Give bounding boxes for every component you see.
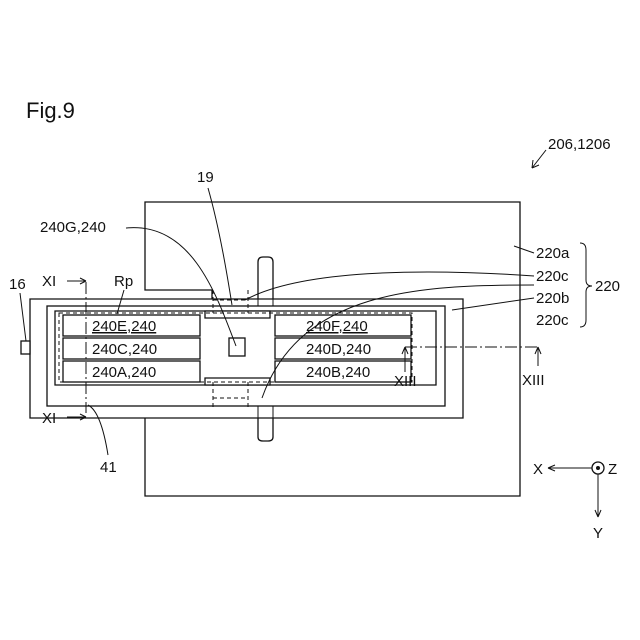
- xiii-right-label: XIII: [522, 372, 545, 389]
- label-220a: 220a: [536, 245, 570, 262]
- label-41: 41: [100, 459, 117, 476]
- center-notch-top: [205, 311, 270, 318]
- axis-y-label: Y: [593, 525, 603, 542]
- figure-title: Fig.9: [26, 98, 75, 123]
- axis-x-label: X: [533, 461, 543, 478]
- xi-top-label: XI: [42, 273, 56, 290]
- leader-16: [20, 293, 26, 341]
- cell-240A-label: 240A,240: [92, 364, 156, 381]
- cell-240C: 240C,240: [63, 338, 200, 359]
- xiii-right-arrow: [535, 347, 541, 366]
- label-220c-bot: 220c: [536, 312, 569, 329]
- label-19: 19: [197, 169, 214, 186]
- cell-240E-label: 240E,240: [92, 318, 156, 335]
- element-240G: [229, 338, 245, 356]
- label-rp: Rp: [114, 273, 133, 290]
- label-220: 220: [595, 278, 620, 295]
- cell-240D-label: 240D,240: [306, 341, 371, 358]
- cell-240C-label: 240C,240: [92, 341, 157, 358]
- label-240G: 240G,240: [40, 219, 106, 236]
- axis-indicator: [548, 462, 604, 517]
- label-16: 16: [9, 276, 26, 293]
- xi-bot-label: XI: [42, 410, 56, 427]
- brace-220: [580, 243, 592, 327]
- cell-240B: 240B,240: [275, 361, 411, 382]
- axis-z-label: Z: [608, 461, 617, 478]
- cell-240D: 240D,240: [275, 338, 411, 359]
- label-220c-top: 220c: [536, 268, 569, 285]
- cell-240F: 240F,240: [275, 315, 411, 336]
- connector-16: [21, 341, 30, 354]
- xi-top-arrow: [67, 278, 86, 284]
- cell-240E: 240E,240: [63, 315, 200, 336]
- ref-206-label: 206,1206: [548, 136, 611, 153]
- label-220b: 220b: [536, 290, 569, 307]
- xiii-inner-label: XIII: [394, 373, 417, 390]
- cell-240A: 240A,240: [63, 361, 200, 382]
- cell-240B-label: 240B,240: [306, 364, 370, 381]
